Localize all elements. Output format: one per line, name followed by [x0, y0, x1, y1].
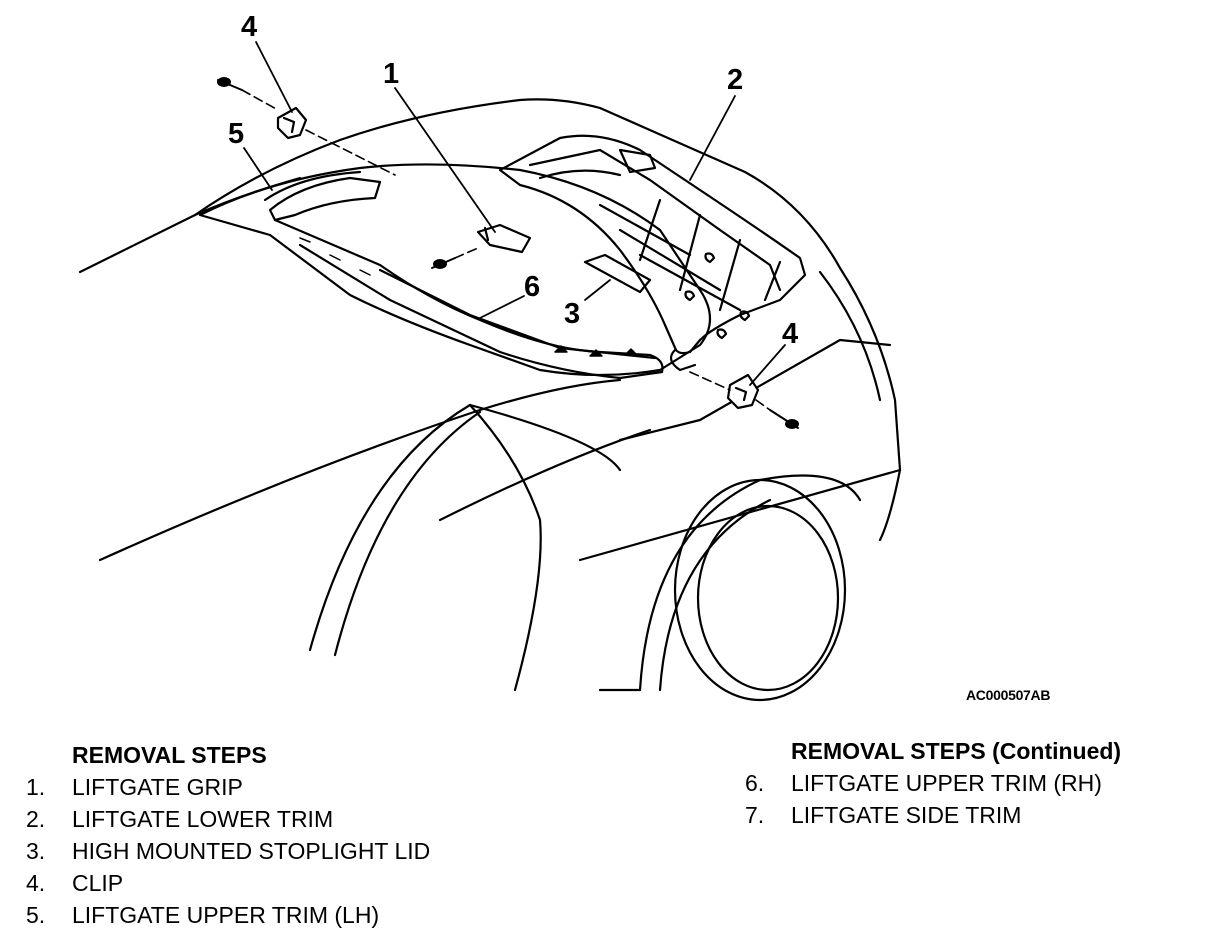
step-item: 3. HIGH MOUNTED STOPLIGHT LID [26, 835, 431, 867]
step-item: 2. LIFTGATE LOWER TRIM [26, 803, 430, 835]
step-item: 7. LIFTGATE SIDE TRIM [745, 799, 1121, 831]
removal-steps-left: REMOVAL STEPS 1. LIFTGATE GRIP 2. LIFTGA… [26, 739, 431, 931]
removal-steps-right: REMOVAL STEPS (Continued) 6. LIFTGATE UP… [745, 735, 1122, 831]
stoplight-lid [583, 253, 652, 294]
screw-grip [431, 257, 456, 269]
liftgate-trim-diagram: 1 2 3 4 4 5 6 AC000507AB [78, 11, 1051, 703]
removal-steps-list: 1. LIFTGATE GRIP 2. LIFTGATE LOWER TRIM … [26, 771, 431, 931]
step-label: CLIP [72, 870, 124, 896]
callout-4-bottom: 4 [782, 318, 798, 350]
step-number: 1. [26, 774, 46, 800]
step-number: 7. [745, 802, 765, 828]
removal-steps-continued-heading: REMOVAL STEPS (Continued) [791, 738, 1122, 764]
callout-2: 2 [727, 64, 743, 96]
screw-clip-bottom [769, 409, 799, 429]
clip-top [276, 106, 308, 140]
callout-1: 1 [383, 58, 399, 90]
callout-3: 3 [564, 298, 580, 330]
step-label: LIFTGATE UPPER TRIM (LH) [72, 902, 380, 928]
liftgate-outline [198, 134, 807, 380]
liftgate-grip [476, 223, 532, 254]
step-number: 3. [26, 838, 46, 864]
step-item: 5. LIFTGATE UPPER TRIM (LH) [26, 899, 430, 931]
step-number: 6. [745, 770, 765, 796]
step-label: LIFTGATE UPPER TRIM (RH) [791, 770, 1102, 796]
step-number: 2. [26, 806, 46, 832]
step-item: 4. CLIP [26, 867, 430, 899]
screw-clip-top [217, 77, 243, 91]
figure-id: AC000507AB [966, 687, 1050, 703]
removal-steps-list: 6. LIFTGATE UPPER TRIM (RH) 7. LIFTGATE … [745, 767, 1121, 831]
step-item: 6. LIFTGATE UPPER TRIM (RH) [745, 767, 1121, 799]
callout-4-top: 4 [241, 11, 257, 43]
step-item: 1. LIFTGATE GRIP [26, 771, 430, 803]
callout-6: 6 [524, 271, 540, 303]
callout-5: 5 [228, 118, 244, 150]
step-label: HIGH MOUNTED STOPLIGHT LID [72, 838, 431, 864]
removal-steps-heading: REMOVAL STEPS [72, 742, 267, 768]
step-number: 5. [26, 902, 46, 928]
step-label: LIFTGATE SIDE TRIM [791, 802, 1022, 828]
step-number: 4. [26, 870, 46, 896]
step-label: LIFTGATE LOWER TRIM [72, 806, 334, 832]
car-body-outline [78, 98, 902, 702]
step-label: LIFTGATE GRIP [72, 774, 243, 800]
